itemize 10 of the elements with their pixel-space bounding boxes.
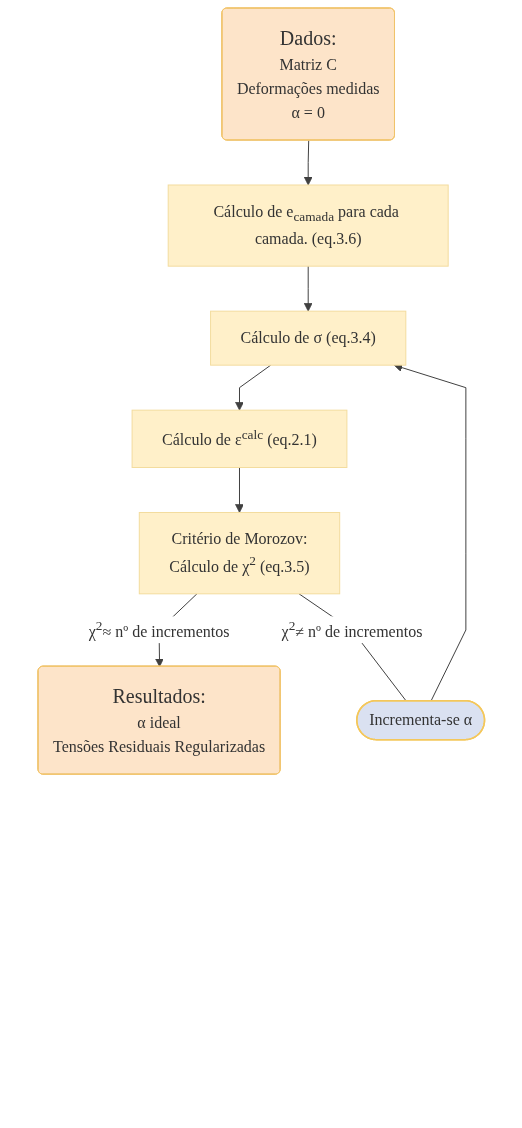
node-box: Critério de Morozov: Cálculo de χ$^{2}$ (eq.3.5) — [138, 512, 340, 595]
arrow — [303, 265, 313, 312]
edge-label: χ$^{2}$≈ nº de incrementos — [88, 618, 230, 640]
edge-label: χ$^{2}$≠ nº de incrementos — [281, 618, 423, 640]
arrow — [303, 140, 313, 186]
arrow — [234, 467, 244, 513]
node-box: Cálculo de σ (eq.3.4) — [209, 310, 407, 366]
node-box: Cálculo de e$_{camada}$ para cada camada. (eq.3.6) — [167, 184, 449, 267]
arrow — [234, 364, 271, 411]
node-box: Cálculo de ε$^{calc}$ (eq.2.1) — [131, 409, 348, 468]
